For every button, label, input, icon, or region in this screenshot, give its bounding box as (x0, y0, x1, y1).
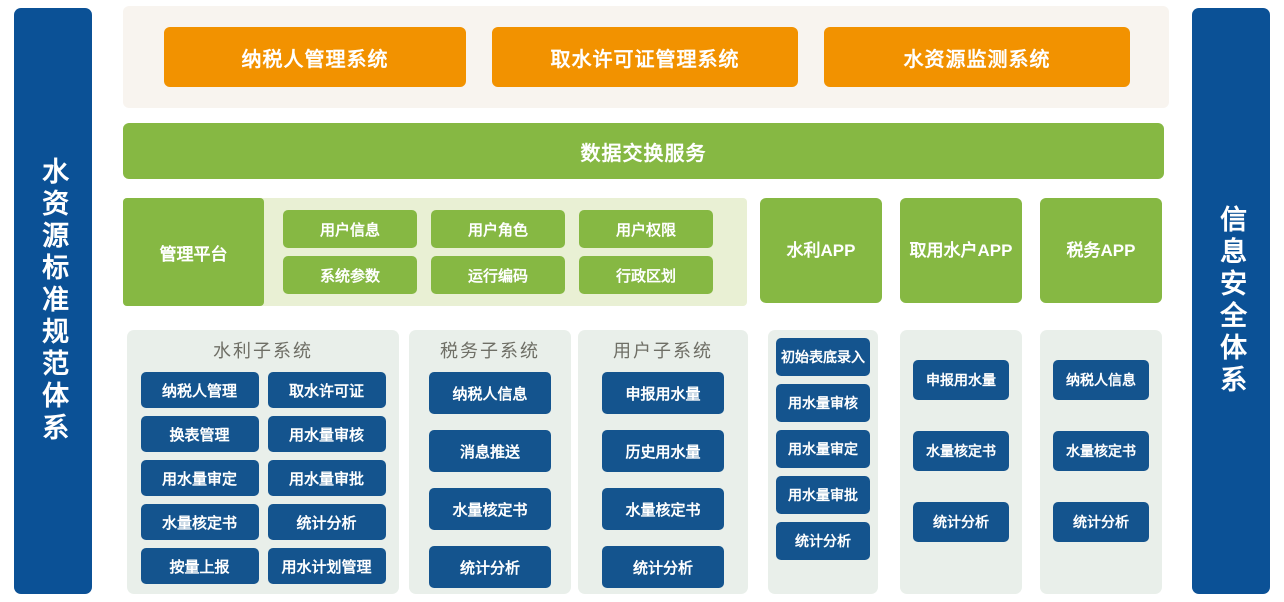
top-system-water-permit-management[interactable]: 取水许可证管理系统 (492, 27, 798, 87)
platform-cell-administrative-division[interactable]: 行政区划 (579, 256, 713, 294)
data-exchange-service-bar[interactable]: 数据交换服务 (123, 123, 1164, 179)
panel-column-tax: 纳税人信息 消息推送 水量核定书 统计分析 (429, 372, 551, 588)
panel-body-water-conservancy: 纳税人管理 取水许可证 换表管理 用水量审核 用水量审定 用水量审批 水量核定书… (127, 372, 399, 584)
app-tax[interactable]: 税务APP (1040, 198, 1162, 303)
app-water-user[interactable]: 取用水户APP (900, 198, 1022, 303)
platform-cell-system-parameters[interactable]: 系统参数 (283, 256, 417, 294)
panel-tax-subsystem: 税务子系统 纳税人信息 消息推送 水量核定书 统计分析 (409, 330, 571, 594)
panel-body-tax: 纳税人信息 消息推送 水量核定书 统计分析 (409, 372, 571, 588)
panel-column-user: 申报用水量 历史用水量 水量核定书 统计分析 (602, 372, 724, 588)
panel-body-tax-app: 纳税人信息 水量核定书 统计分析 (1040, 338, 1162, 542)
panel6-item-taxpayer-info[interactable]: 纳税人信息 (1053, 360, 1149, 400)
panel3-item-statistics[interactable]: 统计分析 (602, 546, 724, 588)
panel-grid-water-conservancy: 纳税人管理 取水许可证 换表管理 用水量审核 用水量审定 用水量审批 水量核定书… (140, 372, 386, 584)
management-platform-group: 管理平台 用户信息 用户角色 用户权限 系统参数 运行编码 行政区划 (123, 198, 747, 306)
panel4-item-statistics[interactable]: 统计分析 (776, 522, 870, 560)
panel1-item-water-certificate[interactable]: 水量核定书 (140, 504, 259, 540)
panel1-item-water-permit[interactable]: 取水许可证 (267, 372, 386, 408)
panel4-item-usage-review[interactable]: 用水量审核 (776, 384, 870, 422)
platform-row: 管理平台 用户信息 用户角色 用户权限 系统参数 运行编码 行政区划 水利APP… (123, 198, 1169, 306)
panel-water-conservancy-subsystem: 水利子系统 纳税人管理 取水许可证 换表管理 用水量审核 用水量审定 用水量审批… (127, 330, 399, 594)
panel-column-water-user-app: 申报用水量 水量核定书 统计分析 (913, 338, 1009, 542)
panel-column-tax-app: 纳税人信息 水量核定书 统计分析 (1053, 338, 1149, 542)
panel-title-user: 用户子系统 (613, 341, 713, 361)
panel-tax-app-functions: 纳税人信息 水量核定书 统计分析 (1040, 330, 1162, 594)
panel1-item-taxpayer-management[interactable]: 纳税人管理 (140, 372, 259, 408)
subsystem-panels: 水利子系统 纳税人管理 取水许可证 换表管理 用水量审核 用水量审定 用水量审批… (123, 330, 1169, 594)
platform-cell-user-permission[interactable]: 用户权限 (579, 210, 713, 248)
platform-cell-running-code[interactable]: 运行编码 (431, 256, 565, 294)
panel6-item-statistics[interactable]: 统计分析 (1053, 502, 1149, 542)
panel1-item-usage-plan-management[interactable]: 用水计划管理 (267, 548, 386, 584)
panel4-item-usage-verification[interactable]: 用水量审定 (776, 430, 870, 468)
panel2-item-statistics[interactable]: 统计分析 (429, 546, 551, 588)
panel-body-water-app: 初始表底录入 用水量审核 用水量审定 用水量审批 统计分析 (768, 338, 878, 560)
management-platform-box[interactable]: 管理平台 (123, 198, 264, 306)
panel5-item-water-certificate[interactable]: 水量核定书 (913, 431, 1009, 471)
panel-body-water-user-app: 申报用水量 水量核定书 统计分析 (900, 338, 1022, 542)
panel3-item-history-usage[interactable]: 历史用水量 (602, 430, 724, 472)
panel-user-subsystem: 用户子系统 申报用水量 历史用水量 水量核定书 统计分析 (578, 330, 748, 594)
panel4-item-initial-meter-entry[interactable]: 初始表底录入 (776, 338, 870, 376)
center-stack: 纳税人管理系统 取水许可证管理系统 水资源监测系统 数据交换服务 管理平台 用户… (123, 0, 1169, 602)
top-system-taxpayer-management[interactable]: 纳税人管理系统 (164, 27, 466, 87)
panel-column-water-app: 初始表底录入 用水量审核 用水量审定 用水量审批 统计分析 (776, 338, 870, 560)
panel-water-app-functions: 初始表底录入 用水量审核 用水量审定 用水量审批 统计分析 (768, 330, 878, 594)
panel3-item-water-certificate[interactable]: 水量核定书 (602, 488, 724, 530)
right-sidebar-label: 信息安全体系 (1216, 205, 1247, 397)
panel2-item-water-certificate[interactable]: 水量核定书 (429, 488, 551, 530)
panel1-item-usage-approval[interactable]: 用水量审批 (267, 460, 386, 496)
platform-cell-user-role[interactable]: 用户角色 (431, 210, 565, 248)
panel1-item-meter-replacement[interactable]: 换表管理 (140, 416, 259, 452)
top-system-water-resource-monitoring[interactable]: 水资源监测系统 (824, 27, 1130, 87)
panel2-item-taxpayer-info[interactable]: 纳税人信息 (429, 372, 551, 414)
panel5-item-declare-usage[interactable]: 申报用水量 (913, 360, 1009, 400)
panel-water-user-app-functions: 申报用水量 水量核定书 统计分析 (900, 330, 1022, 594)
panel-title-water-conservancy: 水利子系统 (213, 341, 313, 361)
panel5-item-statistics[interactable]: 统计分析 (913, 502, 1009, 542)
panel1-item-usage-verification[interactable]: 用水量审定 (140, 460, 259, 496)
left-sidebar-standards: 水资源标准规范体系 (14, 8, 92, 594)
panel-title-tax: 税务子系统 (440, 341, 540, 361)
panel-body-user: 申报用水量 历史用水量 水量核定书 统计分析 (578, 372, 748, 588)
platform-cell-user-info[interactable]: 用户信息 (283, 210, 417, 248)
panel1-item-usage-review[interactable]: 用水量审核 (267, 416, 386, 452)
app-water-conservancy[interactable]: 水利APP (760, 198, 882, 303)
right-sidebar-security: 信息安全体系 (1192, 8, 1270, 594)
panel2-item-message-push[interactable]: 消息推送 (429, 430, 551, 472)
panel3-item-declare-usage[interactable]: 申报用水量 (602, 372, 724, 414)
panel1-item-volume-report[interactable]: 按量上报 (140, 548, 259, 584)
top-systems-band: 纳税人管理系统 取水许可证管理系统 水资源监测系统 (123, 6, 1169, 108)
left-sidebar-label: 水资源标准规范体系 (38, 157, 69, 445)
management-platform-cells: 用户信息 用户角色 用户权限 系统参数 运行编码 行政区划 (283, 210, 733, 294)
panel6-item-water-certificate[interactable]: 水量核定书 (1053, 431, 1149, 471)
panel1-item-statistics[interactable]: 统计分析 (267, 504, 386, 540)
panel4-item-usage-approval[interactable]: 用水量审批 (776, 476, 870, 514)
